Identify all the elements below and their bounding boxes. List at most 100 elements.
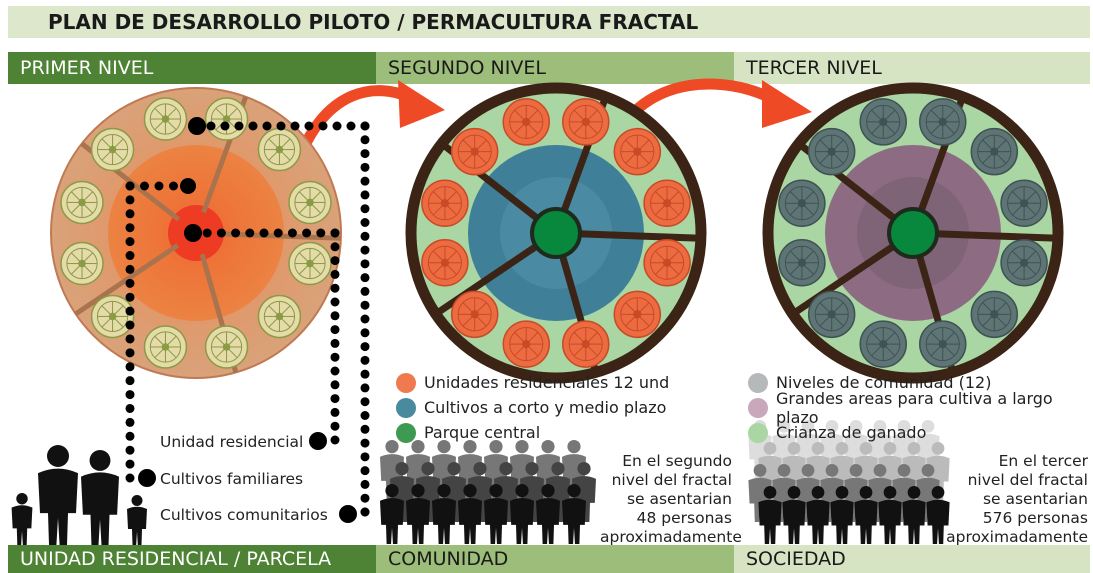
people-level-2 — [380, 440, 596, 544]
connector-dot — [273, 228, 283, 238]
family-crop-plot — [90, 127, 135, 172]
connector-dot — [330, 297, 340, 307]
connector-dot — [125, 403, 135, 413]
level-3-circle — [762, 82, 1064, 384]
connector-dot — [360, 300, 370, 310]
residential-unit — [562, 98, 610, 146]
community-unit — [859, 320, 907, 368]
note-line: aproximadamente — [600, 528, 742, 546]
connector-dot — [330, 256, 340, 266]
level-2-park — [530, 207, 582, 259]
person-silhouette — [432, 484, 456, 544]
level-3-header: TERCER NIVEL — [734, 52, 1090, 84]
connector-dot — [125, 473, 135, 483]
family-crop-plot — [257, 294, 302, 339]
legend-swatch-park — [396, 422, 416, 443]
family-crop-plot — [143, 325, 188, 369]
connector-dot — [169, 181, 178, 191]
legend-label: Crianza de ganado — [776, 423, 927, 442]
legend-item: Parque central — [396, 420, 669, 445]
connector-dot — [125, 348, 135, 358]
family-crop-plot — [257, 127, 302, 172]
person-silhouette — [758, 486, 782, 544]
connector-dot — [360, 466, 370, 476]
person-silhouette — [380, 484, 404, 544]
residential-unit — [502, 98, 550, 146]
family-crop-plot — [143, 97, 188, 141]
connector-dot — [360, 479, 370, 489]
connector-dot — [125, 445, 135, 455]
connector-dot — [360, 369, 370, 379]
connector-node — [184, 224, 202, 242]
connector-dot — [125, 223, 135, 233]
person-silhouette — [510, 484, 534, 544]
ring-spoke — [577, 230, 702, 242]
label-family-crops: Cultivos familiares — [160, 470, 304, 488]
family-crop-plot — [204, 97, 249, 141]
connector-dot — [125, 251, 135, 261]
family-crop-plot — [60, 241, 104, 286]
person-silhouette — [127, 495, 147, 545]
note-level-2: En el segundo nivel del fractal se asent… — [600, 452, 742, 547]
connector-dot — [276, 121, 286, 131]
connector-dot — [360, 259, 370, 269]
residential-unit — [613, 127, 662, 176]
note-line: se asentarian — [982, 490, 1088, 508]
person-silhouette — [406, 484, 430, 544]
legend-item: Crianza de ganado — [748, 420, 1093, 445]
arrow-1-to-2 — [300, 80, 445, 148]
people-level-3 — [748, 420, 950, 544]
family-crop-plot — [90, 294, 135, 339]
note-line: se asentarian — [626, 490, 732, 508]
community-unit — [970, 290, 1019, 339]
connector-dot — [360, 452, 370, 462]
level-1-dotted-connectors — [125, 117, 370, 523]
connector-node — [188, 117, 206, 135]
legend-item: Niveles de comunidad (12) — [748, 370, 1093, 395]
connector-dot — [206, 121, 216, 131]
connector-dot — [360, 342, 370, 352]
person-silhouette — [782, 486, 806, 544]
connector-dot — [245, 228, 255, 238]
legend-label: Cultivos a corto y medio plazo — [424, 398, 667, 417]
legend-level-3: Niveles de comunidad (12) Grandes areas … — [748, 370, 1093, 445]
connector-dot — [302, 228, 312, 238]
connector-dot — [220, 121, 230, 131]
connector-dot — [125, 390, 135, 400]
connector-dot — [360, 231, 370, 241]
connector-dot — [360, 328, 370, 338]
legend-label: Grandes areas para cultiva a largo plazo — [776, 388, 1053, 427]
connector-dot — [360, 438, 370, 448]
person-silhouette — [854, 486, 878, 544]
level-2-footer: COMUNIDAD — [376, 545, 734, 573]
connector-dot — [330, 338, 340, 348]
connector-dot — [360, 355, 370, 365]
legend-swatch-communities — [748, 372, 768, 393]
connector-dot — [125, 237, 135, 247]
community-unit — [1000, 239, 1048, 287]
connector-dot — [234, 121, 244, 131]
note-line: aproximadamente — [946, 528, 1088, 546]
connector-dot — [360, 397, 370, 407]
residential-unit — [613, 290, 662, 339]
residential-unit — [643, 179, 691, 227]
person-silhouette — [830, 486, 854, 544]
level-3-footer: SOCIEDAD — [734, 545, 1090, 573]
connector-dot — [125, 334, 135, 344]
connector-dot — [216, 228, 226, 238]
connector-dot — [259, 228, 269, 238]
connector-dot — [125, 278, 135, 288]
connector-dot — [360, 286, 370, 296]
person-silhouette — [562, 484, 586, 544]
community-unit — [919, 98, 967, 146]
connector-dot — [360, 149, 370, 159]
ring-spoke — [934, 230, 1059, 242]
connector-dot — [125, 376, 135, 386]
connector-dot — [330, 242, 340, 252]
connector-dot — [360, 314, 370, 324]
connector-dot — [262, 121, 272, 131]
note-line: nivel del fractal — [967, 471, 1088, 489]
person-silhouette — [81, 450, 119, 545]
connector-dot — [154, 181, 164, 191]
connector-node — [309, 432, 327, 450]
